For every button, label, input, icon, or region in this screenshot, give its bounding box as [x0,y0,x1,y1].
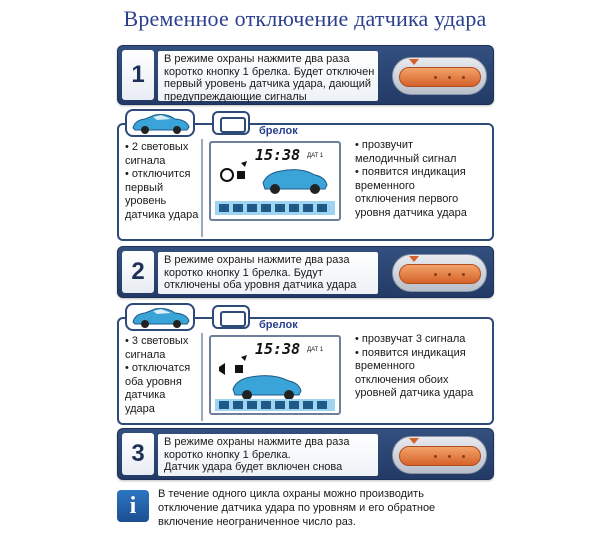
step-number: 3 [122,433,154,475]
step-2: 2 В режиме охраны нажмите два раза корот… [117,246,494,298]
step-line: коротко кнопку 1 брелка. [164,448,291,461]
panel-left-line: первый [125,181,164,194]
key-fob-icon [392,57,487,95]
step-line: коротко кнопку 1 брелка. Будет отключен [164,65,375,78]
key-fob-icon [392,436,487,474]
note-line: включение неограниченное число раз. [158,516,356,528]
step-instructions: В режиме охраны нажмите два раза коротко… [158,252,378,294]
panel-right-line: мелодичный сигнал [355,152,457,165]
step-number: 1 [122,50,154,100]
fob-label: брелок [259,125,298,137]
step-line: В режиме охраны нажмите два раза [164,53,350,65]
panel-left-line: оба уровня [125,375,182,388]
fob-label: брелок [259,319,298,331]
step-instructions: В режиме охраны нажмите два раза коротко… [158,51,378,103]
fob-indication: • прозвучит мелодичный сигнал • появится… [355,139,491,220]
info-note: В течение одного цикла охраны можно прои… [158,487,478,529]
fob-indication: • прозвучат 3 сигнала • появится индикац… [355,333,491,401]
lcd-time: 15:38 [255,146,300,164]
fob-display: брелок 15:38 ДАТ 1 [209,305,349,431]
panel-right-line: отключения обоих [355,373,449,386]
lcd-screen: 15:38 ДАТ 1 [209,335,341,415]
panel-right-line: • появится индикация [355,346,466,359]
fob-button-icon [399,67,481,87]
lcd-sensor: ДАТ 1 [307,153,324,159]
step-line: В режиме охраны нажмите два раза [164,436,350,448]
info-panel-1: • 2 световых сигнала • отключится первый… [117,109,494,241]
panel-left-line: • отключатся [125,362,191,374]
panel-right-line: уровней датчика удара [355,387,474,399]
panel-right-line: временного [355,360,415,372]
key-fob-icon [392,254,487,292]
panel-right-line: • появится индикация [355,166,466,178]
fob-icon [212,305,250,329]
panel-left-line: удара [125,402,155,415]
step-line: коротко кнопку 1 брелка. Будут [164,266,323,279]
step-line: отключены оба уровня датчика удара [164,279,357,291]
lcd-sensor: ДАТ 1 [307,347,324,353]
panel-right-line: уровня датчика удара [355,206,467,219]
panel-left-line: • отключится [125,168,191,180]
note-line: В течение одного цикла охраны можно прои… [158,488,424,500]
car-indication: • 2 световых сигнала • отключится первый… [123,109,203,237]
press-arrow-icon [409,256,419,262]
info-icon: i [117,490,149,522]
step-3: 3 В режиме охраны нажмите два раза корот… [117,428,494,480]
panel-left-line: • 3 световых [125,335,189,347]
panel-right-line: временного [355,179,415,192]
step-line: В режиме охраны нажмите два раза [164,254,350,266]
note-line: отключение датчика удара по уровням и ег… [158,502,436,514]
lcd-time: 15:38 [255,340,300,358]
panel-left-line: уровень [125,195,167,207]
step-instructions: В режиме охраны нажмите два раза коротко… [158,434,378,476]
step-line: Датчик удара будет включен снова [164,461,343,473]
panel-left-line: датчика удара [125,208,199,221]
fob-icon [212,111,250,135]
step-line: предупреждающие сигналы [164,90,307,103]
car-indication: • 3 световых сигнала • отключатся оба ур… [123,303,203,421]
panel-right-line: отключения первого [355,193,459,205]
panel-left-line: сигнала [125,154,166,167]
panel-right-line: • прозвучат 3 сигнала [355,333,466,345]
lcd-screen: 15:38 ДАТ 1 [209,141,341,221]
press-arrow-icon [409,438,419,444]
page-title: Временное отключение датчика удара [123,6,487,31]
car-icon [125,109,195,137]
panel-left-line: сигнала [125,348,166,361]
fob-button-icon [399,446,481,466]
panel-left-line: датчика [125,389,166,401]
step-line: первый уровень датчика удара, дающий [164,78,372,90]
panel-left-line: • 2 световых [125,141,189,153]
step-number: 2 [122,251,154,293]
car-icon [125,303,195,331]
info-panel-2: • 3 световых сигнала • отключатся оба ур… [117,303,494,425]
fob-button-icon [399,264,481,284]
panel-right-line: • прозвучит [355,139,414,151]
press-arrow-icon [409,59,419,65]
step-1: 1 В режиме охраны нажмите два раза корот… [117,45,494,105]
fob-display: брелок 15:38 ДАТ 1 [209,111,349,237]
